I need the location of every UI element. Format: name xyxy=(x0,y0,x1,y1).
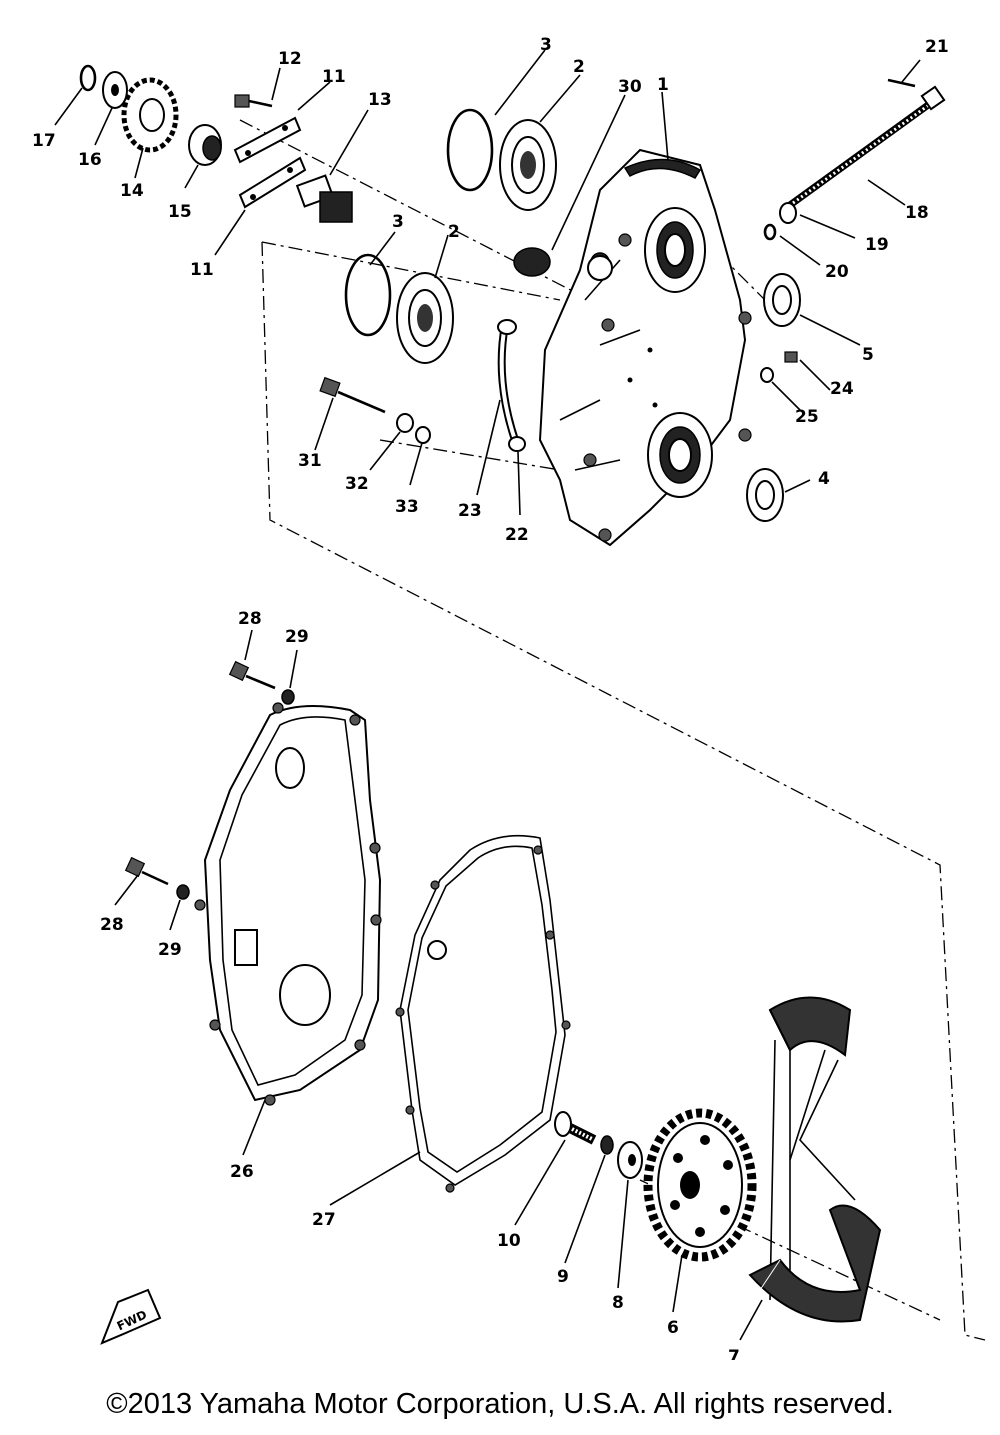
label-part-11-lower: 11 xyxy=(190,260,214,280)
idler-sprocket-14 xyxy=(121,77,179,153)
label-part-12: 12 xyxy=(278,49,302,69)
label-part-27: 27 xyxy=(312,1210,336,1230)
label-part-2-upper: 2 xyxy=(573,57,585,77)
label-part-26: 26 xyxy=(230,1162,254,1182)
label-part-11-upper: 11 xyxy=(322,67,346,87)
circlip-upper xyxy=(446,108,494,192)
label-part-14: 14 xyxy=(120,181,144,201)
label-part-9: 9 xyxy=(557,1267,569,1287)
label-part-20: 20 xyxy=(825,262,849,282)
label-part-29-upper: 29 xyxy=(285,627,309,647)
nut-33 xyxy=(415,426,431,444)
washer-19 xyxy=(779,202,797,224)
oil-pipe-23 xyxy=(497,319,519,442)
washer-16 xyxy=(102,71,128,109)
tensioner-plate-lower xyxy=(238,156,307,209)
bearing-upper xyxy=(499,119,557,211)
bolt-10 xyxy=(554,1111,597,1145)
label-part-23: 23 xyxy=(458,501,482,521)
label-part-19: 19 xyxy=(865,235,889,255)
label-part-16: 16 xyxy=(78,150,102,170)
circlip-17 xyxy=(79,64,97,92)
label-part-29-lower: 29 xyxy=(158,940,182,960)
bolt-28-lower xyxy=(124,856,169,886)
label-part-31: 31 xyxy=(298,451,322,471)
tensioner-bolt-12 xyxy=(234,94,273,108)
bearing-lower xyxy=(396,272,454,364)
lock-washer-9 xyxy=(600,1135,614,1155)
label-part-1: 1 xyxy=(657,75,669,95)
tensioner-block-13 xyxy=(295,174,353,223)
label-part-33: 33 xyxy=(395,497,419,517)
label-part-18: 18 xyxy=(905,203,929,223)
bolt-28-upper xyxy=(228,660,276,690)
label-part-28-lower: 28 xyxy=(100,915,124,935)
washer-29-upper xyxy=(281,689,295,705)
drive-chain-7 xyxy=(748,996,882,1323)
bolt-24 xyxy=(784,351,798,363)
label-part-30: 30 xyxy=(618,77,642,97)
washer-32 xyxy=(396,413,414,433)
chain-case-cover xyxy=(194,702,382,1106)
washer-29-lower xyxy=(176,884,190,900)
chain-case-housing xyxy=(538,148,752,547)
label-part-5: 5 xyxy=(862,345,874,365)
washer-8 xyxy=(617,1141,643,1179)
bolt-31 xyxy=(319,376,386,414)
part-number-labels: 1 2 2 3 3 4 5 6 7 8 9 10 11 11 12 13 14 … xyxy=(32,35,949,1360)
oil-seal-upper xyxy=(763,273,801,327)
label-part-6: 6 xyxy=(667,1318,679,1338)
label-part-3-upper: 3 xyxy=(540,35,552,55)
long-bolt-18 xyxy=(787,85,946,208)
forward-direction-arrow: FWD xyxy=(100,1288,162,1345)
tensioner-plate-upper xyxy=(233,116,302,164)
circlip-lower xyxy=(344,253,392,337)
label-part-17: 17 xyxy=(32,131,56,151)
fitting-22 xyxy=(508,436,526,452)
label-part-13: 13 xyxy=(368,90,392,110)
exploded-parts-diagram: FWD xyxy=(32,35,986,1360)
idler-spacer-15 xyxy=(188,124,222,166)
label-part-7: 7 xyxy=(728,1347,740,1360)
label-part-28-upper: 28 xyxy=(238,609,262,629)
label-part-10: 10 xyxy=(497,1231,521,1251)
leader-lines xyxy=(54,49,921,1341)
drive-sprocket-6 xyxy=(643,1108,757,1262)
label-part-2-lower: 2 xyxy=(448,222,460,242)
label-part-15: 15 xyxy=(168,202,192,222)
label-part-3-lower: 3 xyxy=(392,212,404,232)
oil-seal-lower xyxy=(746,468,784,522)
label-part-22: 22 xyxy=(505,525,529,545)
washer-25 xyxy=(760,367,774,383)
cotter-pin-21 xyxy=(887,78,916,88)
o-ring-20 xyxy=(763,223,777,241)
copyright-notice: ©2013 Yamaha Motor Corporation, U.S.A. A… xyxy=(106,1388,894,1420)
label-part-24: 24 xyxy=(830,379,854,399)
gasket-27 xyxy=(395,834,571,1193)
label-part-32: 32 xyxy=(345,474,369,494)
label-part-21: 21 xyxy=(925,37,949,57)
plug-30 xyxy=(513,247,613,281)
label-part-8: 8 xyxy=(612,1293,624,1313)
label-part-25: 25 xyxy=(795,407,819,427)
label-part-4: 4 xyxy=(818,469,830,489)
